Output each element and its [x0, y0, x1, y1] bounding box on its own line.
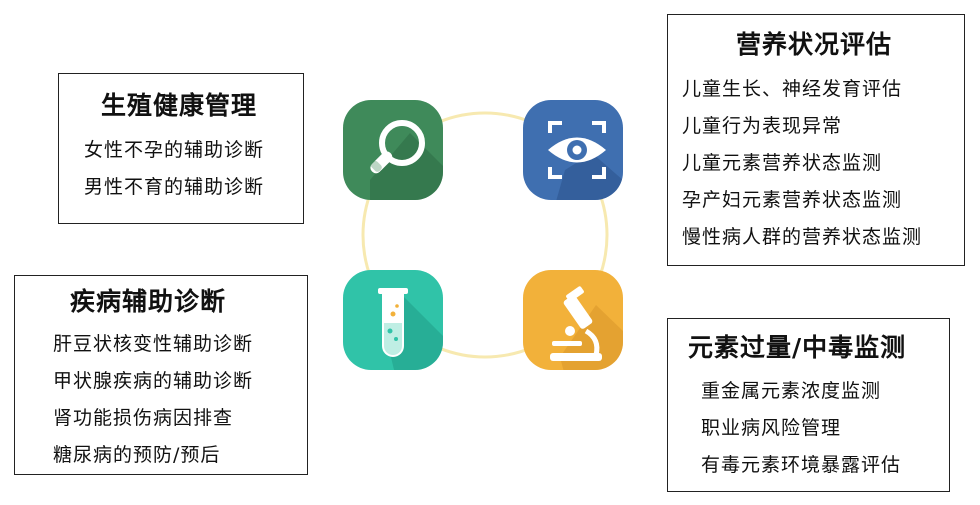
disease-diagnosis-title: 疾病辅助诊断: [70, 287, 227, 316]
element-monitoring-box: 元素过量/中毒监测 重金属元素浓度监测 职业病风险管理 有毒元素环境暴露评估: [667, 318, 950, 492]
list-item: 甲状腺疾病的辅助诊断: [53, 370, 254, 392]
disease-diagnosis-list: 肝豆状核变性辅助诊断 甲状腺疾病的辅助诊断 肾功能损伤病因排查 糖尿病的预防/预…: [53, 326, 253, 474]
list-item: 儿童元素营养状态监测: [682, 152, 883, 174]
list-item: 肾功能损伤病因排查: [53, 407, 234, 429]
reproductive-health-title: 生殖健康管理: [101, 91, 258, 120]
nutrition-assessment-title: 营养状况评估: [736, 30, 893, 59]
list-item: 儿童生长、神经发育评估: [682, 78, 903, 100]
list-item: 女性不孕的辅助诊断: [84, 139, 265, 161]
list-item: 重金属元素浓度监测: [701, 380, 882, 402]
eye-scan-icon: [523, 100, 623, 200]
list-item: 糖尿病的预防/预后: [53, 444, 221, 466]
list-item: 慢性病人群的营养状态监测: [682, 226, 923, 248]
list-item: 儿童行为表现异常: [682, 115, 843, 137]
element-monitoring-title: 元素过量/中毒监测: [688, 333, 907, 362]
list-item: 职业病风险管理: [701, 417, 842, 439]
nutrition-assessment-box: 营养状况评估 儿童生长、神经发育评估 儿童行为表现异常 儿童元素营养状态监测 孕…: [667, 14, 965, 266]
list-item: 孕产妇元素营养状态监测: [682, 189, 903, 211]
list-item: 男性不育的辅助诊断: [84, 176, 265, 198]
test-tube-icon: [343, 270, 443, 370]
list-item: 有毒元素环境暴露评估: [701, 454, 902, 476]
reproductive-health-list: 女性不孕的辅助诊断 男性不育的辅助诊断: [84, 132, 264, 206]
microscope-icon: [523, 270, 623, 370]
element-monitoring-list: 重金属元素浓度监测 职业病风险管理 有毒元素环境暴露评估: [701, 373, 901, 484]
nutrition-assessment-list: 儿童生长、神经发育评估 儿童行为表现异常 儿童元素营养状态监测 孕产妇元素营养状…: [682, 71, 922, 256]
list-item: 肝豆状核变性辅助诊断: [53, 333, 254, 355]
center-icon-cluster: [343, 100, 623, 370]
background-ring: [361, 111, 609, 359]
reproductive-health-box: 生殖健康管理 女性不孕的辅助诊断 男性不育的辅助诊断: [58, 73, 304, 224]
magnifier-icon: [343, 100, 443, 200]
disease-diagnosis-box: 疾病辅助诊断 肝豆状核变性辅助诊断 甲状腺疾病的辅助诊断 肾功能损伤病因排查 糖…: [14, 275, 308, 475]
